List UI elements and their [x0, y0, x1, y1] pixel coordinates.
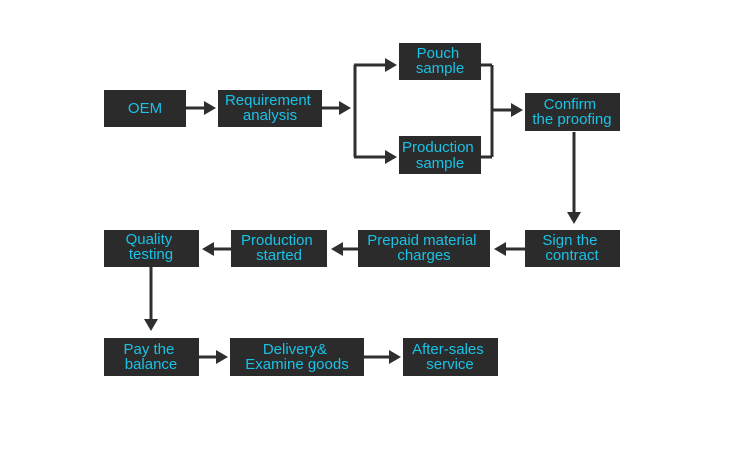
- arrowhead-sign-to-prepaid: [494, 242, 506, 256]
- node-after-sales-service: After-sales service: [403, 338, 498, 376]
- node-pouch-sample: Pouch sample: [399, 43, 481, 80]
- node-requirement-analysis: Requirement analysis: [218, 90, 322, 127]
- node-quality-testing: Quality testing: [104, 230, 199, 267]
- node-oem-label: OEM: [128, 100, 162, 117]
- node-oem: OEM: [104, 90, 186, 127]
- node-pay-balance-label: Pay the balance: [123, 341, 178, 373]
- arrowhead-requirement-to-branch: [339, 101, 351, 115]
- node-production-sample-label: Production sample: [402, 139, 478, 172]
- node-pay-balance: Pay the balance: [104, 338, 199, 376]
- node-prepaid-material-charges: Prepaid material charges: [358, 230, 490, 267]
- flow-arrows: [144, 58, 581, 364]
- arrowhead-to-pouch-sample: [385, 58, 397, 72]
- node-pouch-sample-label: Pouch sample: [416, 45, 464, 77]
- arrowhead-production-started-to-quality: [202, 242, 214, 256]
- node-production-started: Production started: [231, 230, 327, 267]
- arrowhead-to-production-sample: [385, 150, 397, 164]
- node-sign-contract: Sign the contract: [525, 230, 620, 267]
- node-production-started-label: Production started: [241, 232, 317, 264]
- arrowhead-delivery-to-after-sales: [389, 350, 401, 364]
- arrowhead-quality-to-pay: [144, 319, 158, 331]
- arrowhead-pay-to-delivery: [216, 350, 228, 364]
- node-quality-testing-label: Quality testing: [126, 231, 177, 263]
- arrowhead-to-confirm: [511, 103, 523, 117]
- node-delivery-examine: Delivery& Examine goods: [230, 338, 364, 376]
- node-confirm-proofing-label: Confirm the proofing: [532, 96, 611, 128]
- arrowhead-oem-to-requirement: [204, 101, 216, 115]
- node-delivery-examine-label: Delivery& Examine goods: [245, 341, 348, 373]
- node-requirement-analysis-label: Requirement analysis: [225, 92, 315, 124]
- arrowhead-confirm-to-sign: [567, 212, 581, 224]
- node-confirm-proofing: Confirm the proofing: [525, 93, 620, 131]
- node-production-sample: Production sample: [399, 136, 481, 174]
- node-sign-contract-label: Sign the contract: [542, 232, 601, 264]
- node-after-sales-service-label: After-sales service: [412, 341, 488, 373]
- node-prepaid-material-charges-label: Prepaid material charges: [367, 232, 480, 264]
- arrowhead-prepaid-to-production-started: [331, 242, 343, 256]
